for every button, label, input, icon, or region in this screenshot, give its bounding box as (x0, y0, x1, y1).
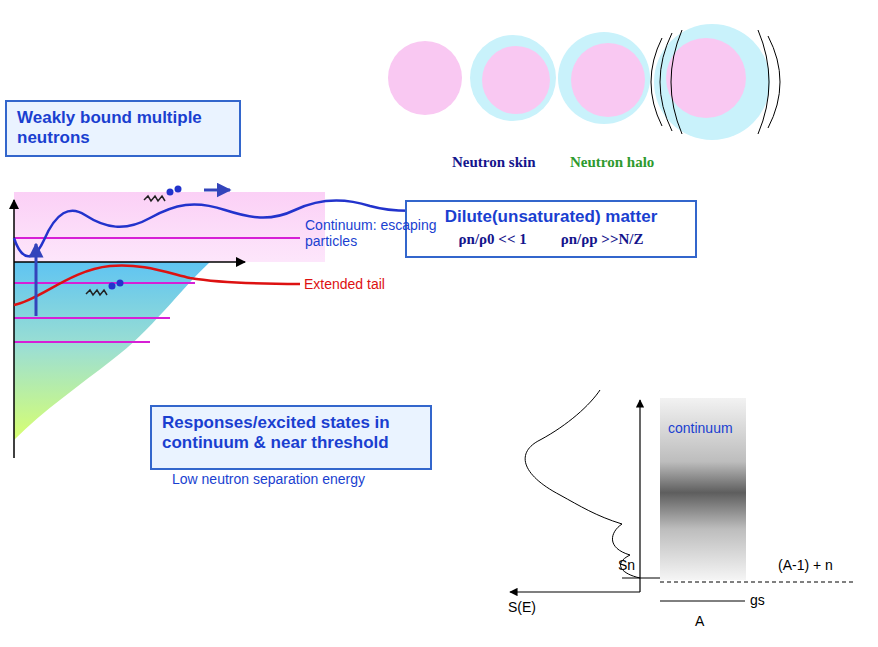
box-subtext: ρn/ρ0 << 1 (459, 230, 527, 248)
box-text: Dilute(unsaturated) matter (417, 207, 685, 227)
box-text: continuum (668, 420, 742, 437)
channel-label: (A-1) + n (778, 557, 833, 573)
axis-label: S(E) (508, 599, 536, 615)
box-subtext: Low neutron separation energy (172, 471, 365, 488)
neutron-pair (86, 186, 182, 296)
box-text: Responses/excited states in continuum & … (162, 413, 420, 454)
nuclei (388, 24, 780, 140)
curve-label: Continuum: escaping particles (305, 217, 475, 249)
box-subtext: ρn/ρp >>N/Z (561, 230, 644, 248)
info-box: Weakly bound multiple neutrons (5, 100, 241, 157)
info-box: Dilute(unsaturated) matter ρn/ρ0 << 1 ρn/ρ… (405, 200, 697, 258)
figure-label: Neutron skin (452, 154, 536, 171)
box-text: Weakly bound multiple neutrons (17, 108, 229, 149)
nucleus-label: A (695, 613, 704, 629)
info-box: Responses/excited states in continuum & … (150, 405, 432, 470)
threshold-label: Sn (618, 557, 635, 573)
continuum-band: continuum (660, 398, 746, 580)
curve-label: Extended tail (304, 276, 385, 292)
figure-label: Neutron halo (570, 154, 654, 171)
strength-plot (510, 390, 856, 601)
level-label: gs (750, 592, 765, 608)
